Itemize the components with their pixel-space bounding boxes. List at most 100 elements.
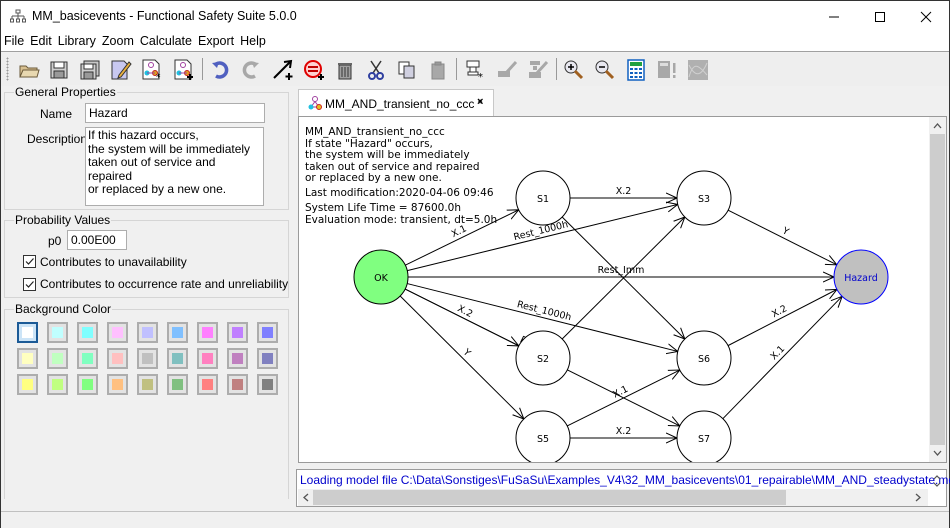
copy-button[interactable] xyxy=(394,57,420,83)
add-transition-button[interactable] xyxy=(269,57,295,83)
state-circle[interactable] xyxy=(833,249,889,305)
minimize-button[interactable] xyxy=(811,1,857,32)
color-swatch[interactable] xyxy=(257,322,278,343)
transition-edge[interactable] xyxy=(407,204,678,272)
log-horizontal-scrollbar[interactable] xyxy=(298,489,928,506)
calculate-warning-button[interactable] xyxy=(654,57,680,83)
diagram-scrollbar-thumb[interactable] xyxy=(930,134,945,445)
color-swatch[interactable] xyxy=(17,348,38,369)
color-swatch[interactable] xyxy=(257,374,278,395)
menu-file[interactable]: File xyxy=(4,34,25,48)
zoom-out-button[interactable] xyxy=(592,57,618,83)
chart-button[interactable] xyxy=(685,57,711,83)
name-input[interactable] xyxy=(85,103,265,123)
occurrence-rate-checkbox[interactable] xyxy=(23,278,36,291)
maximize-button[interactable] xyxy=(857,1,903,32)
color-swatch[interactable] xyxy=(47,374,68,395)
transition-edge[interactable] xyxy=(399,295,524,419)
color-swatch[interactable] xyxy=(167,348,188,369)
p0-input[interactable] xyxy=(67,230,127,250)
menu-calculate[interactable]: Calculate xyxy=(139,34,192,48)
color-swatch[interactable] xyxy=(227,374,248,395)
align-group-button[interactable] xyxy=(525,57,551,83)
state-circle[interactable] xyxy=(676,410,732,462)
description-textarea[interactable]: If this hazard occurs, the system will b… xyxy=(85,127,264,206)
state-node-s7[interactable]: S7 xyxy=(676,410,732,462)
add-model-button[interactable] xyxy=(171,57,197,83)
delete-button[interactable] xyxy=(332,57,358,83)
state-node-s1[interactable]: S1 xyxy=(515,170,571,226)
color-swatch[interactable] xyxy=(167,374,188,395)
menu-help[interactable]: Help xyxy=(240,34,266,48)
state-node-ok[interactable]: OK xyxy=(353,249,409,305)
color-swatch[interactable] xyxy=(17,322,38,343)
add-state-button[interactable] xyxy=(301,57,327,83)
color-swatch[interactable] xyxy=(107,348,128,369)
color-swatch[interactable] xyxy=(77,374,98,395)
open-button[interactable] xyxy=(16,57,42,83)
tab-close-icon[interactable]: × xyxy=(477,96,484,108)
color-swatch[interactable] xyxy=(107,374,128,395)
color-swatch[interactable] xyxy=(257,348,278,369)
transition-edge[interactable] xyxy=(727,209,837,265)
new-model-button[interactable]: * xyxy=(139,57,165,83)
log-spin-icon[interactable] xyxy=(932,474,942,488)
tab-mm-and-transient[interactable]: MM_AND_transient_no_ccc * × xyxy=(298,89,494,116)
color-swatch[interactable] xyxy=(137,348,158,369)
transition-edge[interactable] xyxy=(566,370,680,427)
undo-button[interactable] xyxy=(207,57,233,83)
redo-button[interactable] xyxy=(238,57,264,83)
transition-edge[interactable] xyxy=(407,283,678,352)
save-button[interactable] xyxy=(46,57,72,83)
transition-edge[interactable] xyxy=(561,217,685,340)
toolbar-grip[interactable] xyxy=(6,57,9,81)
scroll-up-icon[interactable] xyxy=(933,122,942,129)
state-node-s5[interactable]: S5 xyxy=(515,410,571,462)
transition-edge[interactable] xyxy=(727,289,837,347)
color-swatch[interactable] xyxy=(137,374,158,395)
align-button[interactable] xyxy=(494,57,520,83)
color-swatch[interactable] xyxy=(47,322,68,343)
state-node-s3[interactable]: S3 xyxy=(676,170,732,226)
log-scrollbar-thumb[interactable] xyxy=(313,490,786,505)
cut-button[interactable] xyxy=(363,57,389,83)
color-swatch[interactable] xyxy=(227,348,248,369)
menu-export[interactable]: Export xyxy=(198,34,235,48)
color-swatch[interactable] xyxy=(47,348,68,369)
state-circle[interactable] xyxy=(676,170,732,226)
panel-splitter[interactable] xyxy=(293,86,297,496)
paste-button[interactable] xyxy=(425,57,451,83)
transition-edge[interactable] xyxy=(722,296,842,420)
color-swatch[interactable] xyxy=(137,322,158,343)
state-circle[interactable] xyxy=(676,330,732,386)
state-node-s2[interactable]: S2 xyxy=(515,330,571,386)
state-circle[interactable] xyxy=(515,410,571,462)
color-swatch[interactable] xyxy=(17,374,38,395)
diagram-vertical-scrollbar[interactable] xyxy=(929,117,946,462)
color-swatch[interactable] xyxy=(107,322,128,343)
transition-edge[interactable] xyxy=(405,210,518,266)
state-circle[interactable] xyxy=(515,170,571,226)
calculate-button[interactable] xyxy=(623,57,649,83)
edit-button[interactable] xyxy=(108,57,134,83)
menu-library[interactable]: Library xyxy=(57,34,96,48)
menu-zoom[interactable]: Zoom xyxy=(101,34,134,48)
menu-edit[interactable]: Edit xyxy=(30,34,52,48)
scroll-right-icon[interactable] xyxy=(915,493,922,502)
color-swatch[interactable] xyxy=(197,374,218,395)
color-swatch[interactable] xyxy=(227,322,248,343)
state-node-hazard[interactable]: Hazard xyxy=(833,249,889,305)
color-swatch[interactable] xyxy=(77,348,98,369)
select-node-button[interactable]: * xyxy=(463,57,489,83)
color-swatch[interactable] xyxy=(77,322,98,343)
scroll-left-icon[interactable] xyxy=(302,493,309,502)
close-button[interactable] xyxy=(903,1,949,32)
color-swatch[interactable] xyxy=(197,322,218,343)
color-swatch[interactable] xyxy=(197,348,218,369)
zoom-in-button[interactable] xyxy=(561,57,587,83)
state-node-s6[interactable]: S6 xyxy=(676,330,732,386)
state-circle[interactable] xyxy=(353,249,409,305)
unavailability-checkbox[interactable] xyxy=(23,255,36,268)
